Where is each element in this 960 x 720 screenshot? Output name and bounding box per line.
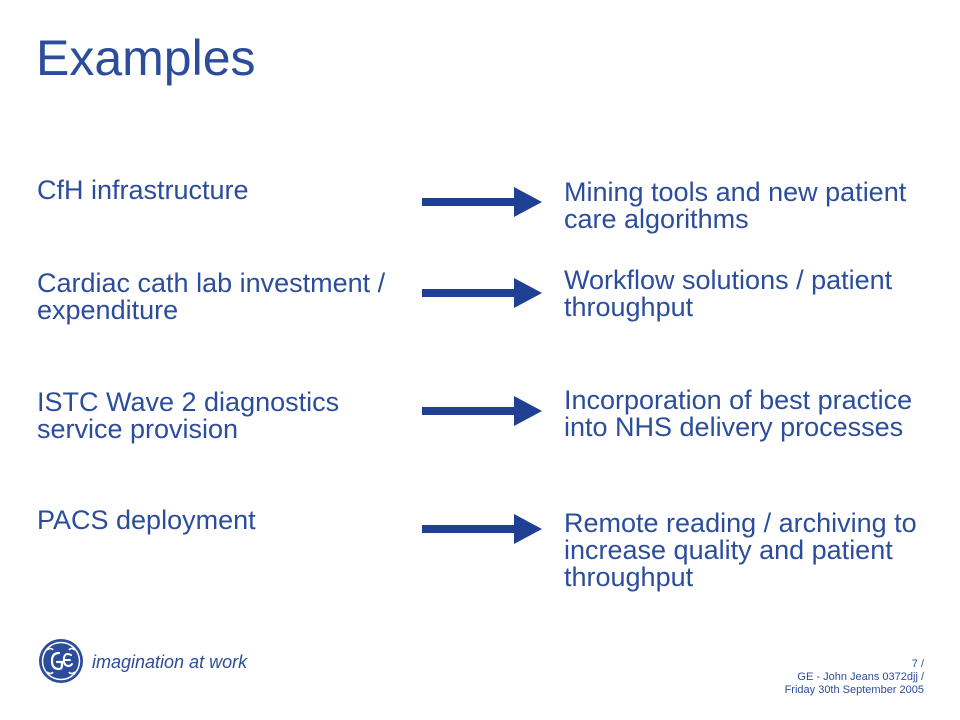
page-number: 7 /: [911, 658, 924, 670]
right-item-best-practice: Incorporation of best practice into NHS …: [564, 385, 913, 442]
footer-info: 7 / GE - John Jeans 0372djj / Friday 30t…: [785, 658, 924, 697]
right-item-remote-reading: Remote reading / archiving to increase q…: [564, 508, 917, 592]
right-item-mining: Mining tools and new patient care algori…: [564, 177, 907, 234]
left-item-pacs: PACS deployment: [37, 505, 256, 535]
ge-monogram-logo: [39, 639, 83, 683]
right-arrow-icon: [422, 514, 542, 544]
right-item-workflow: Workflow solutions / patient throughput: [564, 265, 893, 322]
left-item-istc: ISTC Wave 2 diagnostics service provisio…: [37, 387, 340, 444]
left-item-cfh: CfH infrastructure: [37, 175, 249, 205]
slide-title: Examples: [36, 30, 256, 86]
left-item-cardiac: Cardiac cath lab investment / expenditur…: [37, 268, 386, 325]
right-arrow-icon: [422, 278, 542, 308]
right-arrow-icon: [422, 396, 542, 426]
right-arrow-icon: [422, 187, 542, 217]
tagline: imagination at work: [92, 652, 248, 672]
footer-date: Friday 30th September 2005: [784, 684, 924, 696]
footer-author: GE - John Jeans 0372djj /: [797, 671, 924, 683]
